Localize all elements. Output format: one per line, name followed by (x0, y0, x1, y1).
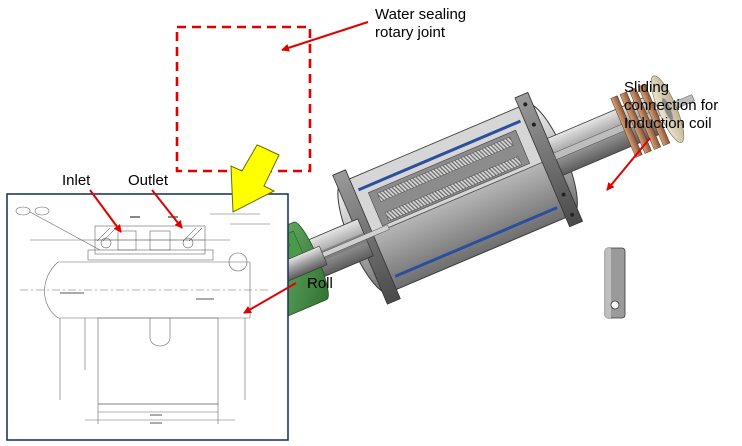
sliding-connection (610, 75, 685, 158)
sliding-label-line2: connection for (624, 97, 719, 114)
drawing-balloons (15, 206, 50, 216)
water-sealing-label: Water sealing rotary joint (375, 6, 466, 42)
sliding-label-line3: Induction coil (624, 115, 712, 132)
inlet-label: Inlet (62, 172, 91, 189)
induction-coil-windings (376, 136, 514, 202)
drawing-hatching (96, 227, 203, 249)
drawing-frame (6, 193, 289, 441)
yellow-down-arrow-icon (230, 144, 280, 213)
water-sealing-label-line2: rotary joint (375, 24, 446, 41)
sliding-label-line1: Sliding (624, 79, 670, 96)
water-sealing-label-line1: Water sealing (375, 6, 467, 23)
roll-arrow (243, 282, 297, 314)
sliding-connection-arrow (606, 137, 651, 191)
highlight-box-dashed (175, 25, 312, 173)
roll-label: Roll (307, 275, 333, 292)
cooling-channel-upper (357, 119, 522, 192)
cooling-channel-lower (394, 206, 558, 278)
outlet-arrow (151, 189, 183, 229)
sliding-connection-label: Sliding connection for Induction coil (624, 79, 718, 133)
water-sealing-arrow (281, 21, 369, 52)
coil-lead-bar (604, 247, 626, 319)
outlet-label: Outlet (128, 172, 169, 189)
inlet-arrow (89, 189, 122, 233)
